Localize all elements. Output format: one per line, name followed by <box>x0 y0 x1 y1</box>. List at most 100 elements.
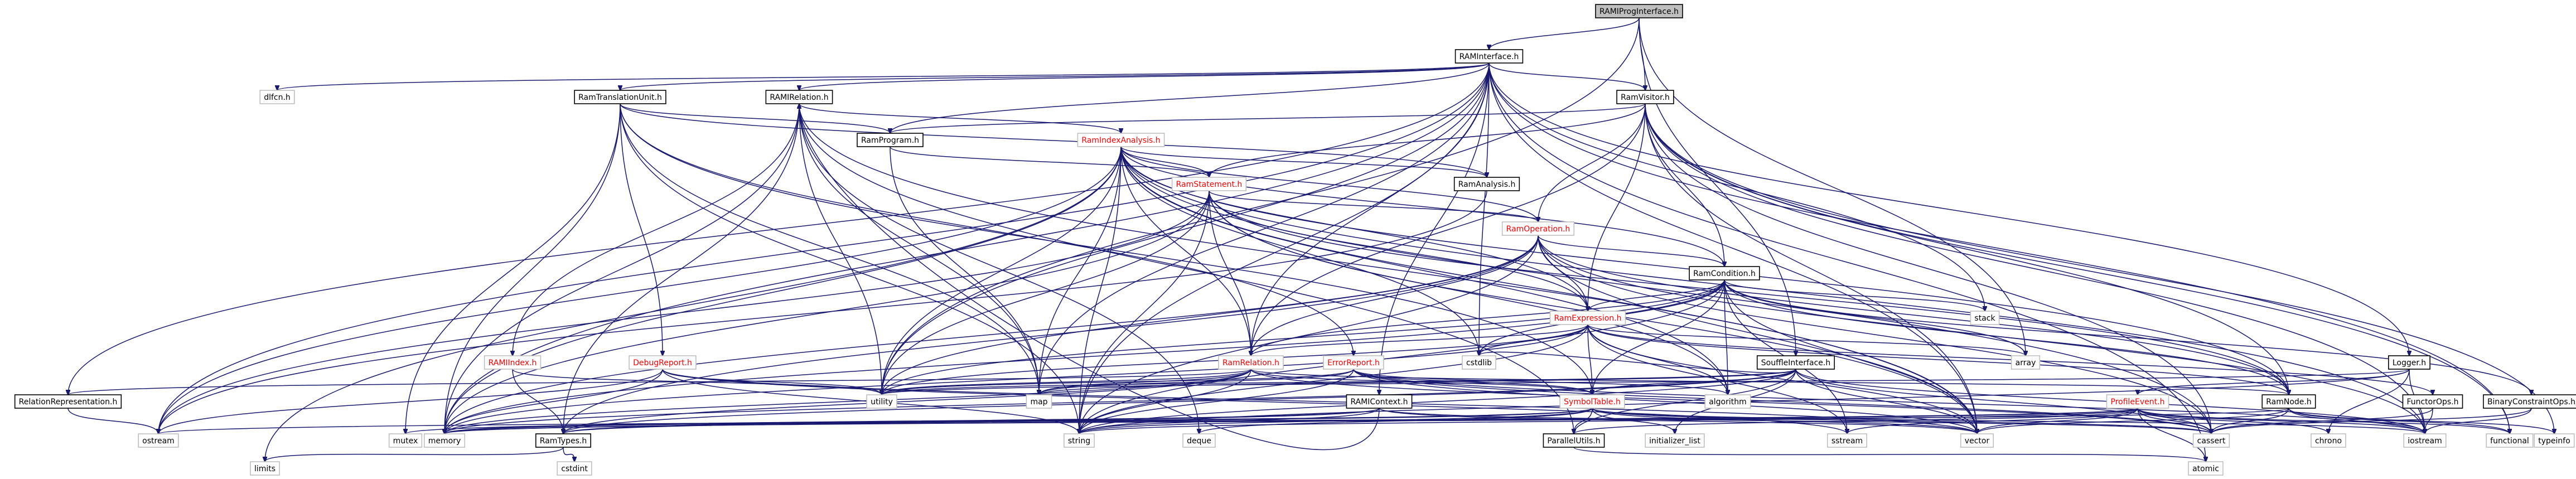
node-label: atomic <box>2192 465 2219 473</box>
edge-ramirelation-h-to-deque <box>799 103 1199 434</box>
node-label: chrono <box>2315 437 2342 446</box>
node-errorreport-h[interactable]: ErrorReport.h <box>1323 355 1384 370</box>
edge-ramexpression-h-to-array <box>1587 324 2026 356</box>
node-ramicontext-h[interactable]: RAMIContext.h <box>1346 394 1413 409</box>
node-deque: deque <box>1182 433 1216 448</box>
node-array: array <box>2010 355 2041 370</box>
edge-ramirelation-h-to-memory <box>444 103 800 434</box>
node-ramtranslationunit-h[interactable]: RamTranslationUnit.h <box>574 90 666 104</box>
node-binaryconstraintops-h[interactable]: BinaryConstraintOps.h <box>2483 394 2576 409</box>
edge-ramprogram-h-to-ramstatement-h <box>890 146 1209 177</box>
edge-ramcondition-h-to-array <box>1724 279 2026 356</box>
edge-functorops-h-to-cassert <box>2211 408 2433 434</box>
edge-profileevent-h-to-cassert <box>2137 408 2211 434</box>
node-parallelutils-h[interactable]: ParallelUtils.h <box>1543 433 1605 448</box>
edge-ramindexanalysis-h-to-cstdlib <box>1120 146 1479 356</box>
node-utility: utility <box>866 394 897 409</box>
node-ramvisitor-h[interactable]: RamVisitor.h <box>1616 90 1674 104</box>
node-ramoperation-h[interactable]: RamOperation.h <box>1501 221 1575 236</box>
edge-debugreport-h-to-ostream <box>158 369 663 434</box>
node-label: RAMInterface.h <box>1459 52 1519 61</box>
edge-ramirelation-h-to-ramiindex-h <box>513 103 800 356</box>
node-label: ProfileEvent.h <box>2111 398 2165 407</box>
node-functorops-h[interactable]: FunctorOps.h <box>2402 394 2463 409</box>
node-ramrelation-h[interactable]: RamRelation.h <box>1218 355 1284 370</box>
node-box <box>2534 433 2575 448</box>
node-label: ParallelUtils.h <box>1547 437 1600 446</box>
node-profileevent-h[interactable]: ProfileEvent.h <box>2106 394 2169 409</box>
node-label: RamExpression.h <box>1554 314 1622 323</box>
node-ramprogram-h[interactable]: RamProgram.h <box>857 133 924 147</box>
node-ramiproginterface-h: RAMIProgInterface.h <box>1595 4 1683 18</box>
edge-ramrelation-h-to-map <box>1039 369 1251 395</box>
node-box <box>2311 433 2346 448</box>
node-ramirelation-h[interactable]: RAMIRelation.h <box>765 90 833 104</box>
node-box <box>1970 311 2000 325</box>
edge-ramexpression-h-to-ramrelation-h <box>1251 324 1588 356</box>
node-label: SouffleInterface.h <box>1761 359 1830 367</box>
node-label: RAMIContext.h <box>1350 398 1408 407</box>
node-box <box>1645 433 1705 448</box>
node-ramnode-h[interactable]: RamNode.h <box>2261 394 2316 409</box>
node-debugreport-h[interactable]: DebugReport.h <box>629 355 697 370</box>
edge-ramcondition-h-to-memory <box>444 279 1725 434</box>
node-relationrepresentation-h[interactable]: RelationRepresentation.h <box>14 394 122 409</box>
node-symboltable-h[interactable]: SymbolTable.h <box>1559 394 1625 409</box>
node-label: array <box>2016 359 2036 367</box>
edge-debugreport-h-to-utility <box>662 369 882 395</box>
node-raminterface-h[interactable]: RAMInterface.h <box>1454 49 1524 64</box>
edge-errorreport-h-to-utility <box>882 369 1354 395</box>
edge-ramindexanalysis-h-to-vector <box>1120 146 1977 434</box>
edge-profileevent-h-to-sstream <box>1847 408 2138 434</box>
node-label: RamStatement.h <box>1176 180 1243 189</box>
edge-profileevent-h-to-iostream <box>2137 408 2425 434</box>
node-ramexpression-h[interactable]: RamExpression.h <box>1549 311 1626 325</box>
node-ramanalysis-h[interactable]: RamAnalysis.h <box>1453 177 1520 191</box>
edge-relationrepresentation-h-to-ostream <box>67 408 158 434</box>
node-label: ErrorReport.h <box>1327 359 1380 367</box>
node-label: RAMIProgInterface.h <box>1599 7 1679 16</box>
edge-ramicontext-h-to-vector <box>1379 408 1977 434</box>
node-label: vector <box>1965 437 1990 446</box>
edge-ramiindex-h-to-ramtypes-h <box>512 369 563 434</box>
edge-ramstatement-h-to-ramnode-h <box>1209 190 2289 395</box>
node-label: cstdlib <box>1466 359 1492 367</box>
node-label: RamTranslationUnit.h <box>578 93 662 102</box>
node-box <box>1595 4 1683 18</box>
edge-ramvisitor-h-to-ramstatement-h <box>1209 103 1646 177</box>
edge-ramcondition-h-to-string <box>1079 279 1725 434</box>
node-box <box>423 433 466 448</box>
edge-raminterface-h-to-ramirelation-h <box>799 62 1490 90</box>
edge-ramindexanalysis-h-to-ostream <box>158 146 1122 434</box>
node-cstdlib: cstdlib <box>1462 355 1496 370</box>
node-souffleinterface-h[interactable]: SouffleInterface.h <box>1756 355 1835 370</box>
node-box <box>1171 177 1247 191</box>
edge-ramirelation-h-to-map <box>799 103 1039 395</box>
edge-ramvisitor-h-to-iostream <box>1645 103 2425 434</box>
node-ramindexanalysis-h[interactable]: RamIndexAnalysis.h <box>1077 133 1165 147</box>
edge-ramcondition-h-to-symboltable-h <box>1592 279 1725 395</box>
edge-ramrelation-h-to-utility <box>882 369 1251 395</box>
node-box <box>2010 355 2041 370</box>
node-ramiindex-h[interactable]: RAMIIndex.h <box>484 355 542 370</box>
node-logger-h[interactable]: Logger.h <box>2388 355 2430 370</box>
edge-symboltable-h-to-mutex <box>405 408 1593 434</box>
node-box <box>629 355 697 370</box>
file-nodes: RAMIProgInterface.hRAMInterface.hdlfcn.h… <box>14 4 2576 476</box>
edge-ramoperation-h-to-ramrelation-h <box>1251 235 1539 356</box>
edge-raminterface-h-to-ramvisitor-h <box>1488 62 1645 90</box>
node-ramtypes-h[interactable]: RamTypes.h <box>535 433 592 448</box>
edge-raminterface-h-to-ramprogram-h <box>890 62 1490 133</box>
node-string: string <box>1064 433 1095 448</box>
node-typeinfo: typeinfo <box>2534 433 2575 448</box>
node-label: typeinfo <box>2538 437 2570 446</box>
node-box <box>2403 433 2447 448</box>
node-ramstatement-h[interactable]: RamStatement.h <box>1171 177 1247 191</box>
node-map: map <box>1026 394 1052 409</box>
edge-raminterface-h-to-utility <box>882 62 1490 395</box>
edge-ramexpression-h-to-functorops-h <box>1587 324 2433 395</box>
node-ramcondition-h[interactable]: RamCondition.h <box>1689 266 1760 280</box>
node-label: RamNode.h <box>2266 398 2312 407</box>
node-label: initializer_list <box>1649 437 1700 446</box>
edge-raminterface-h-to-ramicontext-h <box>1379 62 1490 395</box>
